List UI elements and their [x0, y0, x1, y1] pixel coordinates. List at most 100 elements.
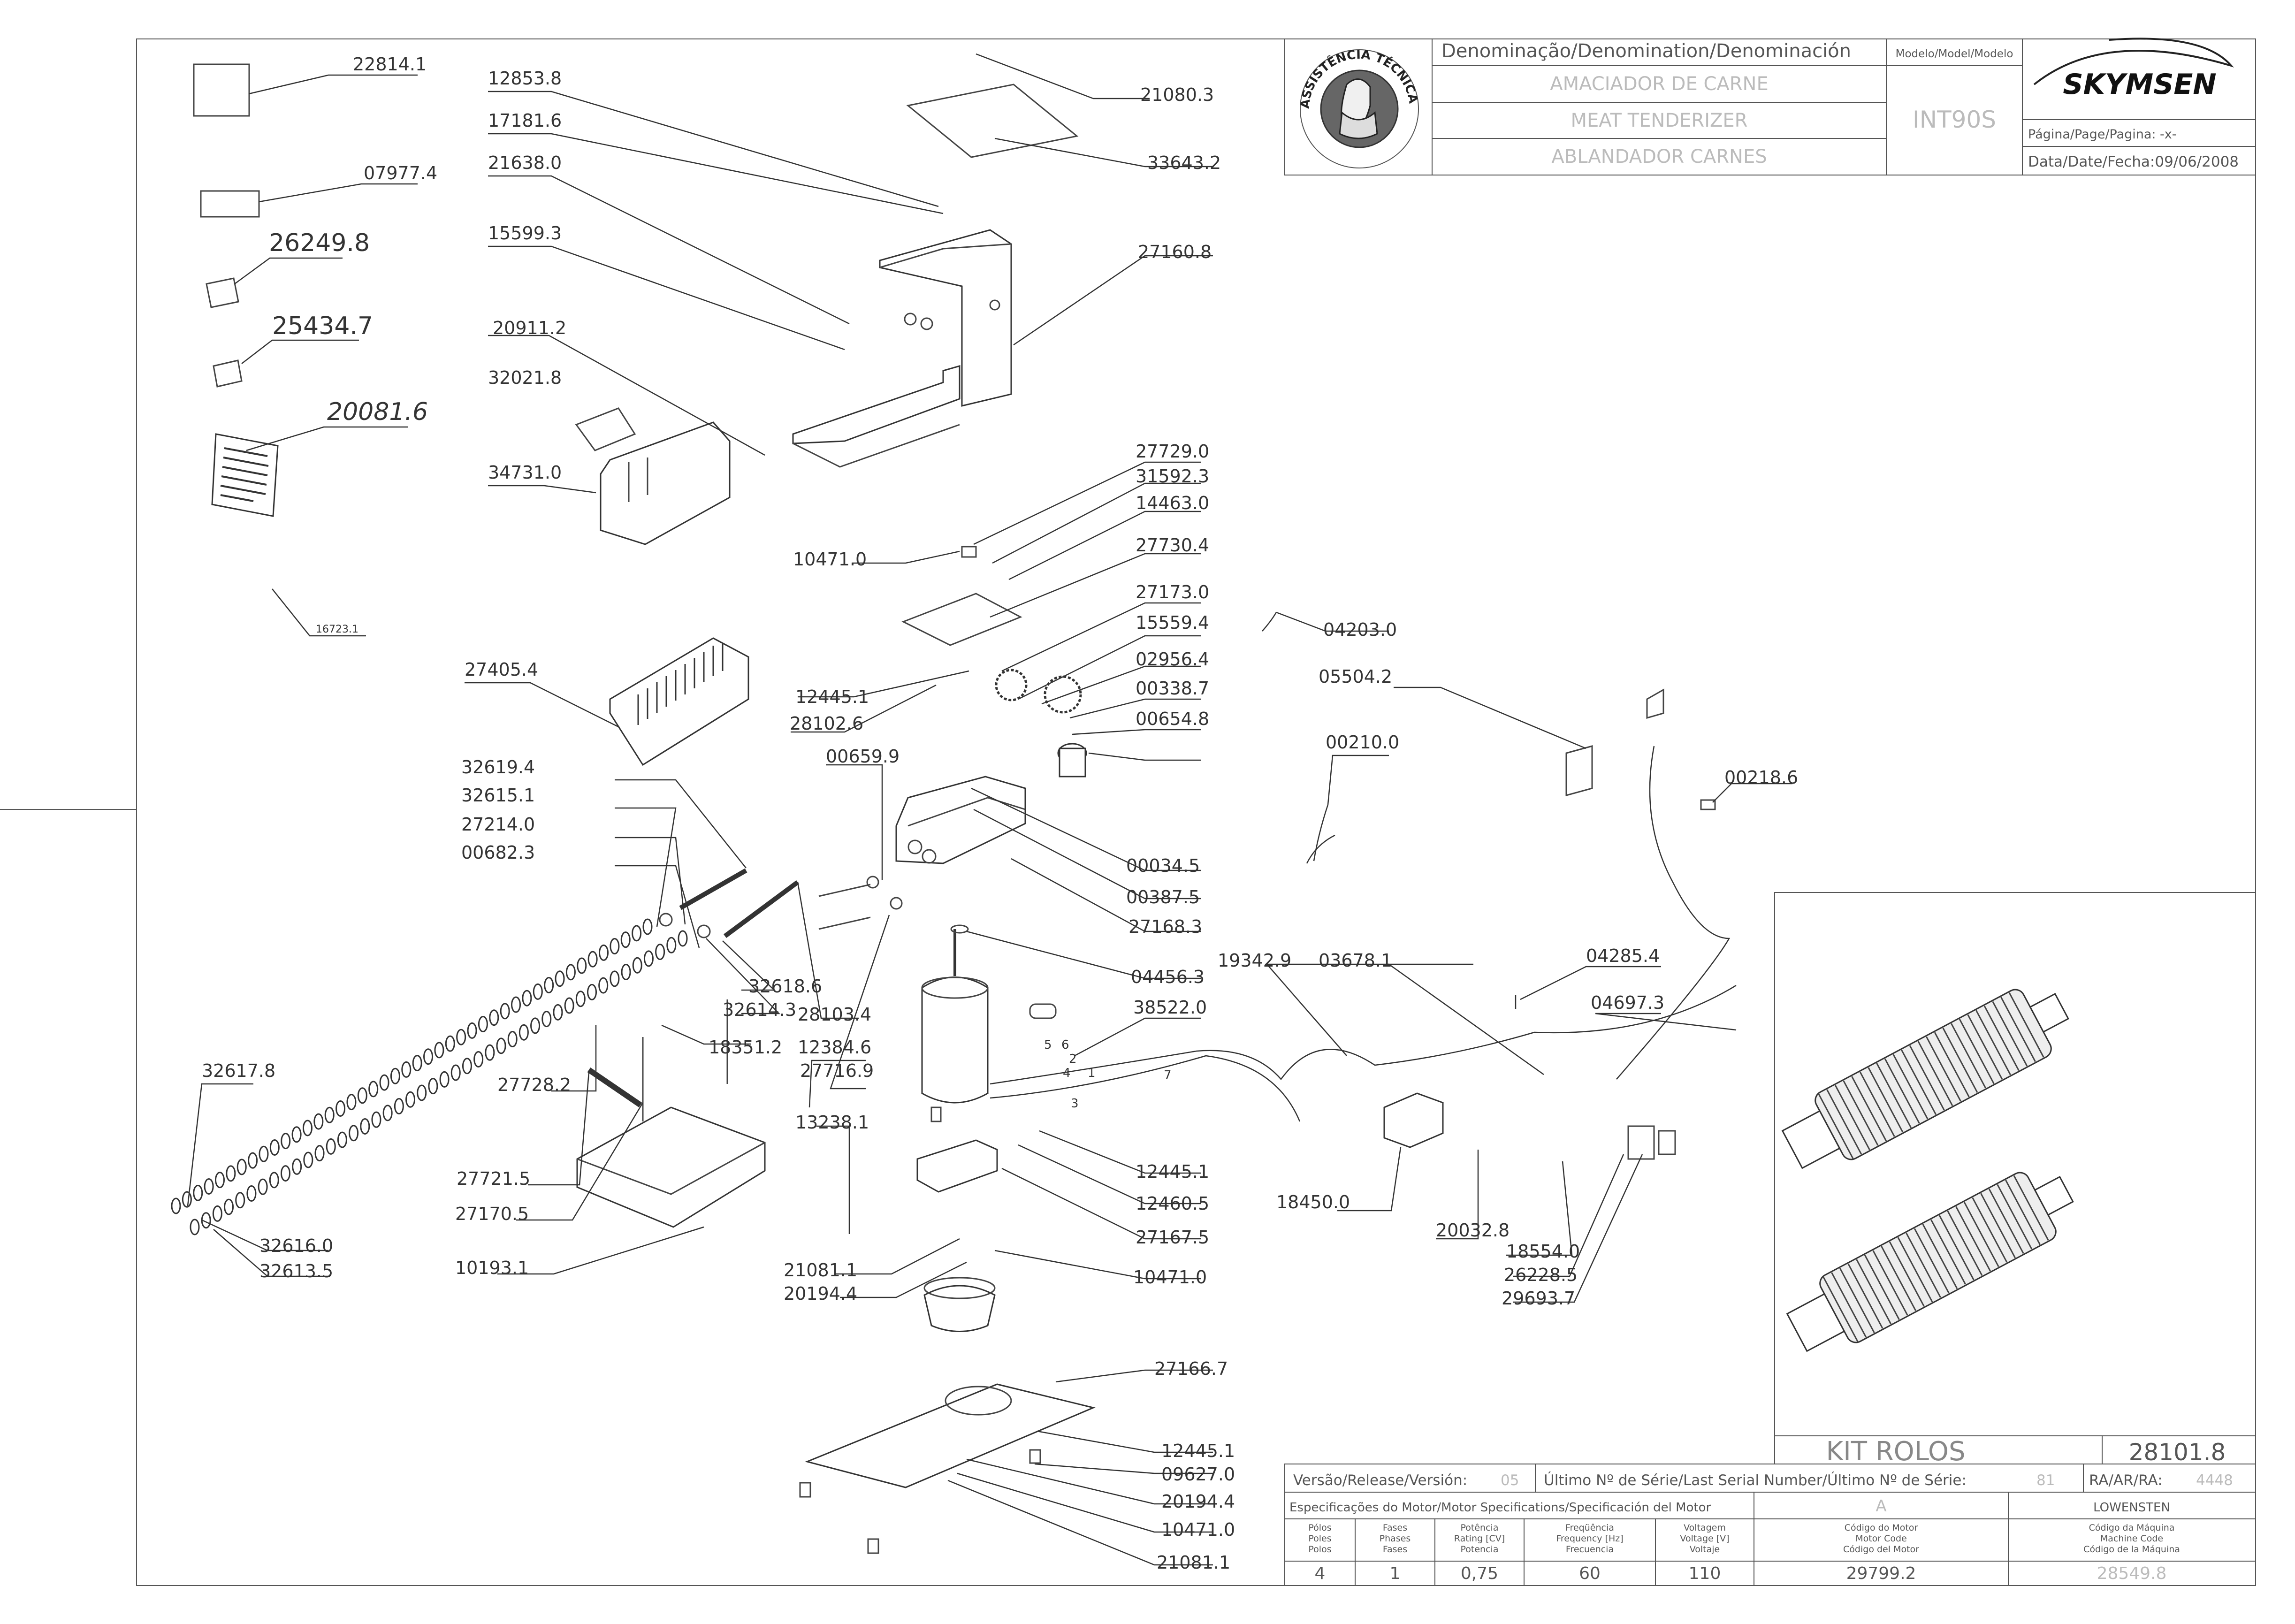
part-label: 22814.1 — [353, 54, 427, 75]
part-label: 12853.8 — [488, 68, 562, 89]
comb-teeth-shape — [637, 643, 724, 725]
capacitor-shape — [1029, 1003, 1057, 1019]
roller-disc — [269, 1172, 279, 1189]
col-machine-code-value: 28549.8 — [2097, 1564, 2167, 1583]
model-header: Modelo/Model/Modelo — [1896, 48, 2013, 60]
part-label: 25434.7 — [272, 312, 373, 340]
roller-disc — [518, 1024, 529, 1041]
roller-disc — [314, 1145, 325, 1162]
part-label: 00659.9 — [826, 746, 900, 767]
motor-maker: LOWENSTEN — [2093, 1501, 2170, 1515]
bracket-shape — [961, 546, 977, 558]
col-poles-h3: Polos — [1308, 1544, 1331, 1555]
roller-disc — [204, 1178, 214, 1195]
roller-disc — [632, 925, 642, 942]
wire-harness-shape — [990, 984, 1737, 1085]
roller-tooth — [1917, 1041, 1953, 1106]
roller-disc — [324, 1106, 335, 1123]
part-label: 27167.5 — [1136, 1227, 1209, 1248]
part-label: 02956.4 — [1136, 649, 1209, 670]
roller-tooth — [1951, 1023, 1986, 1089]
part-label: 20081.6 — [327, 398, 428, 426]
roller-disc — [655, 944, 665, 961]
part-label: 32617.8 — [202, 1060, 275, 1081]
part-label: 12445.1 — [795, 686, 869, 707]
svg-text:1: 1 — [1088, 1066, 1096, 1080]
part-label: 32616.0 — [259, 1235, 333, 1256]
motor-spec-label: Especificações do Motor/Motor Specificat… — [1289, 1501, 1711, 1515]
roller-disc — [190, 1219, 200, 1235]
col-motor-code-h2: Motor Code — [1855, 1533, 1907, 1544]
name-es: ABLANDADOR CARNES — [1551, 146, 1767, 168]
svg-text:6: 6 — [1061, 1038, 1069, 1052]
col-voltage-h1: Voltagem — [1684, 1523, 1726, 1533]
col-poles-value: 4 — [1315, 1564, 1326, 1583]
part-label: 32618.6 — [748, 976, 822, 997]
col-voltage-h2: Voltage [V] — [1680, 1533, 1729, 1544]
roller-tooth — [1864, 1254, 1900, 1320]
roller-disc — [467, 1022, 477, 1039]
roller-disc — [224, 1198, 234, 1215]
part-label: 00034.5 — [1126, 855, 1200, 876]
part-label: 27721.5 — [457, 1168, 530, 1189]
roller-tooth — [1967, 1014, 2003, 1080]
warning-plate-text-lines — [220, 447, 269, 502]
part-label: 32615.1 — [461, 785, 535, 806]
part-label: 00210.0 — [1326, 732, 1399, 753]
roller-disc — [182, 1191, 192, 1208]
roller-disc — [417, 1084, 427, 1101]
roller-tooth — [1938, 1215, 1975, 1281]
gearbox-housing-shape — [895, 776, 1026, 864]
roller-disc — [246, 1185, 257, 1202]
sticker-22814-shape — [193, 63, 250, 117]
roller-disc-stack-upper — [171, 918, 653, 1214]
roller-disc — [337, 1131, 347, 1148]
version-value: 05 — [1501, 1472, 1519, 1489]
switch-box-shape — [1565, 745, 1593, 796]
roller-disc — [335, 1100, 346, 1117]
roller-tooth — [1930, 1219, 1967, 1285]
part-label: 32021.8 — [488, 367, 562, 388]
roller-tooth — [1906, 1232, 1942, 1298]
roller-tooth — [1975, 1010, 2011, 1075]
roller-disc — [496, 1037, 506, 1054]
roller-disc — [214, 1172, 225, 1189]
part-label: 29693.7 — [1502, 1288, 1575, 1309]
part-label: 12384.6 — [798, 1037, 871, 1058]
part-label: 20194.4 — [784, 1283, 857, 1304]
part-label: 27405.4 — [465, 659, 538, 680]
part-label: 26249.8 — [269, 229, 370, 257]
roller-disc — [621, 964, 631, 981]
part-label: 27170.5 — [455, 1204, 529, 1224]
part-label: 18351.2 — [709, 1037, 782, 1058]
part-label: 34731.0 — [488, 462, 562, 483]
col-poles-h2: Poles — [1308, 1533, 1331, 1544]
roller-disc — [678, 930, 688, 947]
roller-disc — [541, 1011, 552, 1028]
roller-tooth — [1881, 1246, 1917, 1311]
col-motor-code-h3: Código del Motor — [1843, 1544, 1919, 1555]
part-label: 09627.0 — [1161, 1464, 1235, 1485]
col-rating-value: 0,75 — [1461, 1564, 1498, 1583]
date-label: Data/Date/Fecha:09/06/2008 — [2028, 153, 2239, 170]
version-label: Versão/Release/Versión: — [1293, 1472, 1467, 1489]
roller-tooth — [1934, 1032, 1970, 1098]
roller-disc — [643, 950, 654, 967]
sticker-26249-shape — [206, 277, 239, 308]
part-label: 10471.0 — [1133, 1267, 1207, 1288]
roller-tooth — [1892, 1054, 1929, 1120]
roller-disc — [405, 1091, 416, 1108]
shaft-upper-shape — [679, 868, 747, 910]
roller-tooth — [1859, 1071, 1895, 1137]
part-number-labels: 22814.1 07977.4 26249.8 25434.7 20081.6 … — [202, 54, 1798, 1573]
roller-frame-shape — [576, 1106, 766, 1228]
hopper-base-shape — [792, 365, 961, 444]
part-label: 12445.1 — [1136, 1161, 1209, 1182]
col-rating-h2: Rating [CV] — [1454, 1533, 1505, 1544]
roller-disc — [171, 1197, 181, 1214]
part-label: 16723.1 — [316, 624, 358, 635]
roller-tooth — [1901, 1049, 1937, 1115]
name-pt: AMACIADOR DE CARNE — [1550, 73, 1769, 95]
roller-disc — [360, 1118, 370, 1135]
